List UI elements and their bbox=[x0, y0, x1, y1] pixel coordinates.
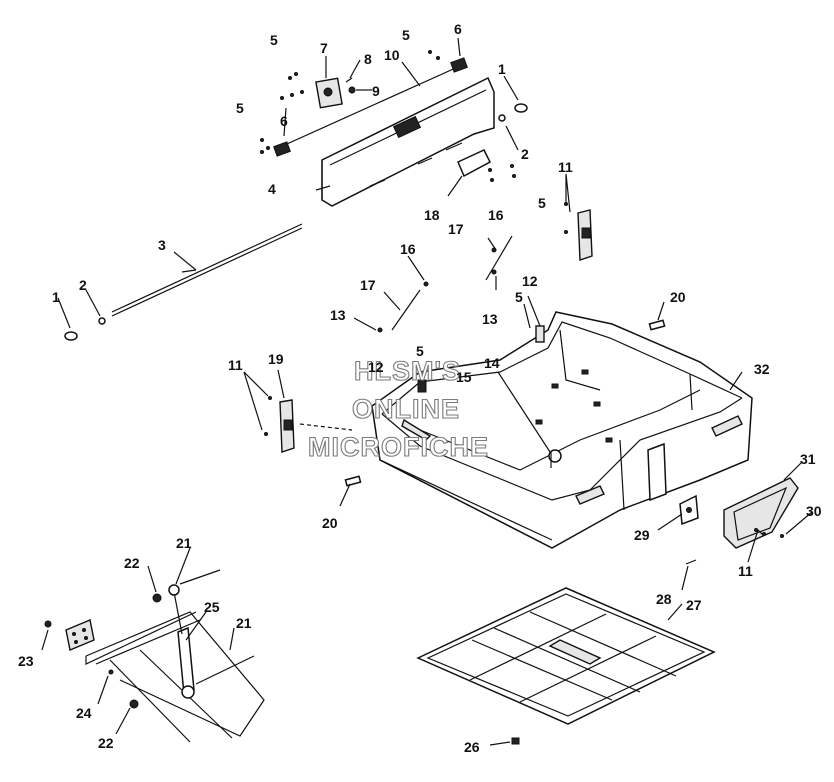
callout-5-a: 5 bbox=[270, 32, 278, 48]
callout-15: 15 bbox=[456, 369, 472, 385]
watermark-line-2: ONLINE bbox=[352, 394, 460, 424]
bumper-pads bbox=[344, 319, 666, 487]
callout-11-b: 11 bbox=[228, 357, 243, 373]
callout-5-c: 5 bbox=[236, 100, 244, 116]
callout-24: 24 bbox=[76, 705, 92, 721]
callout-26: 26 bbox=[464, 739, 480, 755]
callout-21-b: 21 bbox=[236, 615, 252, 631]
callout-3: 3 bbox=[158, 237, 166, 253]
callout-20-a: 20 bbox=[670, 289, 686, 305]
callout-2-left: 2 bbox=[79, 277, 87, 293]
callout-17-b: 17 bbox=[360, 277, 376, 293]
callout-31: 31 bbox=[800, 451, 816, 467]
callout-2-top: 2 bbox=[521, 146, 529, 162]
callout-28: 28 bbox=[656, 591, 672, 607]
callout-14: 14 bbox=[484, 355, 500, 371]
lift-support-assembly bbox=[44, 569, 265, 743]
callout-16-b: 16 bbox=[400, 241, 416, 257]
callout-29: 29 bbox=[634, 527, 650, 543]
callout-20-b: 20 bbox=[322, 515, 338, 531]
watermark-line-1: HLSM'S bbox=[354, 356, 461, 386]
gas-struts bbox=[377, 235, 513, 333]
cargo-box bbox=[371, 311, 753, 549]
callout-16-a: 16 bbox=[488, 207, 504, 223]
right-latch-assembly bbox=[457, 149, 593, 261]
callout-8: 8 bbox=[364, 51, 372, 67]
callout-9: 9 bbox=[372, 83, 380, 99]
callout-19: 19 bbox=[268, 351, 284, 367]
watermark: HLSM'S ONLINE MICROFICHE bbox=[307, 355, 489, 462]
leader-lines bbox=[41, 37, 813, 746]
callout-4: 4 bbox=[268, 181, 276, 197]
callout-5-e: 5 bbox=[515, 289, 523, 305]
callout-5-f: 5 bbox=[416, 343, 424, 359]
callout-22-a: 22 bbox=[124, 555, 140, 571]
callout-18: 18 bbox=[424, 207, 440, 223]
callout-6-a: 6 bbox=[280, 113, 288, 129]
bed-frame bbox=[416, 587, 716, 725]
callout-12-b: 12 bbox=[368, 359, 384, 375]
callout-11-a: 11 bbox=[558, 159, 573, 175]
callout-labels: 1 1 2 2 3 4 5 5 5 5 5 5 6 6 7 8 9 10 11 … bbox=[18, 21, 822, 755]
callout-13-b: 13 bbox=[482, 311, 498, 327]
fastener-26-icon bbox=[511, 737, 520, 745]
callout-30: 30 bbox=[806, 503, 822, 519]
callout-25: 25 bbox=[204, 599, 220, 615]
callout-1-top: 1 bbox=[498, 61, 506, 77]
callout-11-c: 11 bbox=[738, 563, 753, 579]
callout-17-a: 17 bbox=[448, 221, 464, 237]
callout-7: 7 bbox=[320, 40, 328, 56]
callout-6-b: 6 bbox=[454, 21, 462, 37]
callout-32: 32 bbox=[754, 361, 770, 377]
long-rod-assembly bbox=[64, 223, 303, 341]
tailgate-assembly bbox=[260, 50, 528, 207]
callout-1-left: 1 bbox=[52, 289, 60, 305]
watermark-line-3: MICROFICHE bbox=[308, 432, 489, 462]
callout-22-b: 22 bbox=[98, 735, 114, 751]
callout-21-a: 21 bbox=[176, 535, 192, 551]
left-latch-assembly bbox=[264, 396, 353, 453]
callout-12-a: 12 bbox=[522, 273, 538, 289]
callout-13-a: 13 bbox=[330, 307, 346, 323]
callout-5-b: 5 bbox=[402, 27, 410, 43]
callout-27: 27 bbox=[686, 597, 702, 613]
callout-23: 23 bbox=[18, 653, 34, 669]
side-pad-assembly bbox=[723, 477, 799, 549]
callout-10: 10 bbox=[384, 47, 400, 63]
bracket-and-bolt bbox=[679, 494, 699, 565]
callout-5-d: 5 bbox=[538, 195, 546, 211]
